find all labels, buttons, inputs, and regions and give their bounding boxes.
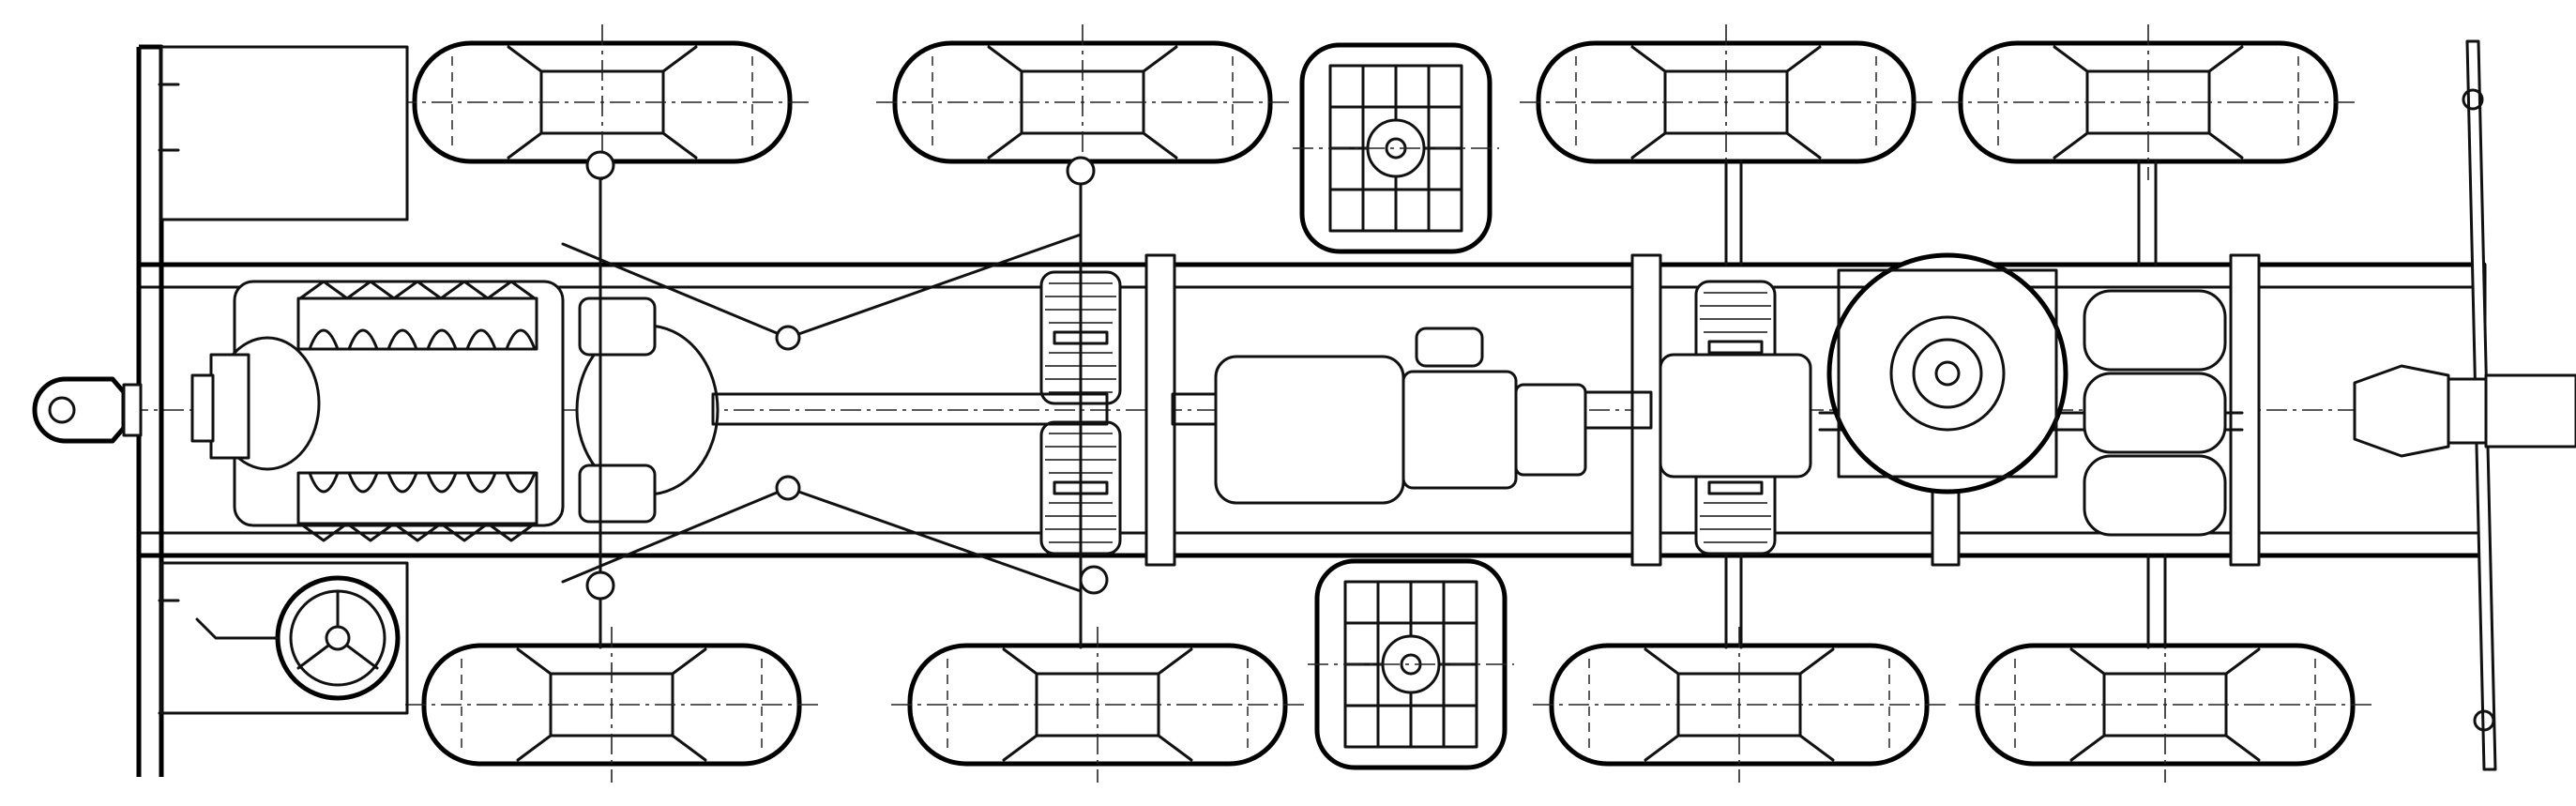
tyre-rear-1-top bbox=[1520, 24, 1932, 180]
spare-wheel-carrier-bottom bbox=[1308, 561, 1514, 768]
cylinder-bank-lower bbox=[296, 471, 538, 542]
front-axle-2-differential bbox=[1039, 156, 1122, 649]
steering-linkage bbox=[561, 233, 1083, 593]
tyre-rear-2-top bbox=[1942, 24, 2355, 180]
gearbox bbox=[1214, 327, 1587, 505]
tyre-rear-2-bottom bbox=[1959, 627, 2371, 783]
spare-wheel-carrier-top bbox=[1293, 45, 1499, 251]
engine bbox=[190, 280, 565, 542]
rear-axle-1-differential bbox=[1659, 160, 1812, 649]
tyre-front-2-bottom bbox=[891, 627, 1304, 783]
front-axle-1-differential bbox=[575, 150, 720, 649]
tyre-front-1-bottom bbox=[405, 627, 818, 783]
rear-tow-coupling bbox=[2353, 364, 2576, 458]
rear-axle-2-differential bbox=[2083, 160, 2227, 649]
front-tow-eye bbox=[32, 376, 143, 444]
steering-wheel bbox=[195, 575, 401, 701]
winch-drum bbox=[1826, 252, 2068, 494]
tyre-rear-1-bottom bbox=[1533, 627, 1946, 783]
cylinder-bank-upper bbox=[296, 280, 538, 351]
